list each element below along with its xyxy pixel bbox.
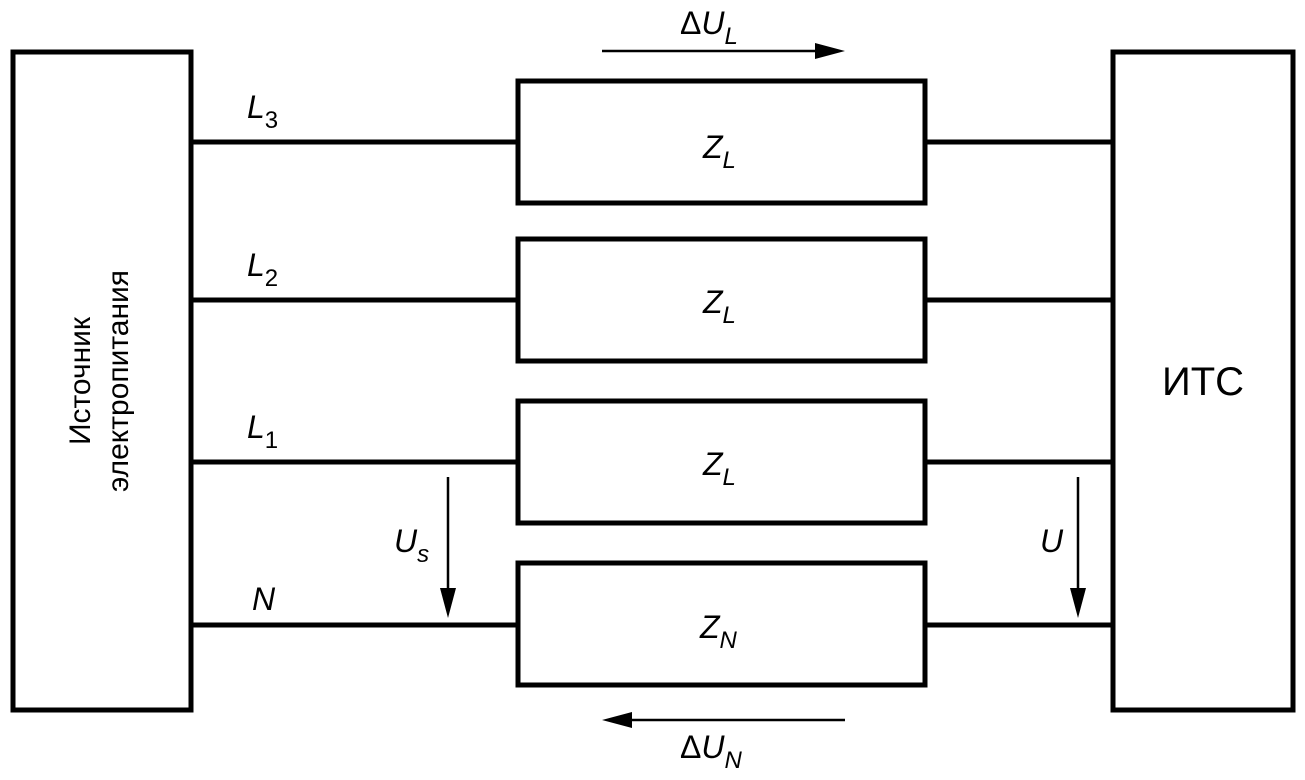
delta-ul-arrow: ΔUL: [602, 5, 845, 59]
impedance-label-n: ZN: [699, 609, 738, 654]
power-source-label-line2: электропитания: [102, 270, 135, 492]
conductor-label-l2: L2: [247, 247, 278, 292]
us-label: Us: [394, 523, 429, 568]
conductor-label-l3: L3: [247, 89, 278, 134]
its-block: ИТС: [1110, 49, 1296, 713]
us-arrow-head: [440, 588, 456, 618]
impedance-box-n: [515, 560, 928, 688]
u-label: U: [1040, 523, 1064, 559]
u-arrow-head: [1070, 588, 1086, 618]
power-source-label-line1: Источник: [64, 316, 97, 445]
conductor-label-n: N: [252, 581, 276, 617]
conductor-l1: L1 ZL: [191, 398, 1113, 526]
delta-un-label: ΔUN: [680, 729, 742, 774]
its-label: ИТС: [1162, 360, 1244, 404]
impedance-label-l2: ZL: [702, 284, 736, 329]
delta-ul-label: ΔUL: [680, 5, 738, 50]
conductor-l3: L3 ZL: [191, 78, 1113, 206]
impedance-box-l3: [515, 78, 928, 206]
delta-ul-arrow-head: [815, 43, 845, 59]
conductor-n: N ZN: [191, 560, 1113, 688]
its-box: [1110, 49, 1296, 713]
impedance-label-l1: ZL: [702, 446, 736, 491]
power-source-box: [10, 49, 194, 713]
us-arrow: Us: [394, 477, 456, 618]
delta-un-arrow: ΔUN: [602, 712, 845, 774]
impedance-label-l3: ZL: [702, 129, 736, 174]
delta-un-arrow-head: [602, 712, 632, 728]
u-arrow: U: [1040, 477, 1086, 618]
conductor-label-l1: L1: [247, 409, 278, 454]
power-source-block: Источник электропитания: [10, 49, 194, 713]
conductor-l2: L2 ZL: [191, 236, 1113, 364]
